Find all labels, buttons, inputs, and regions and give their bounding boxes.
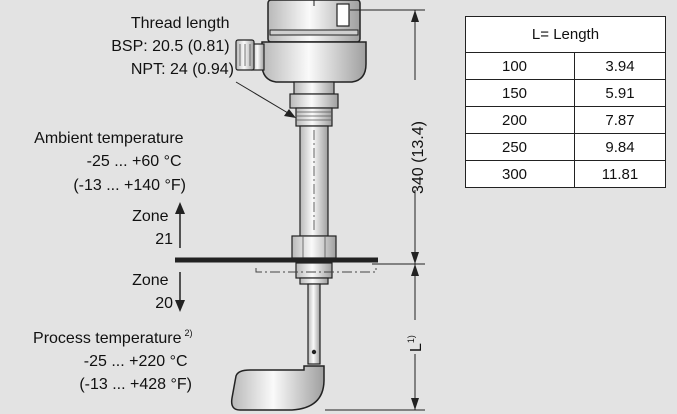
- length-mm: 250: [465, 133, 575, 161]
- zone-20-arrow-icon: [175, 272, 185, 312]
- length-inch: 3.94: [574, 52, 666, 80]
- length-mm: 300: [465, 160, 575, 188]
- process-connection: [289, 81, 339, 127]
- length-mm: 150: [465, 79, 575, 107]
- zone-21-label: Zone 21: [132, 208, 173, 248]
- extension-tube: [299, 125, 329, 237]
- ambient-temperature-label: Ambient temperature -25 ... +60 °C (-13 …: [34, 130, 188, 194]
- dimension-probe-length: [325, 264, 425, 411]
- mounting-nut: [291, 235, 337, 259]
- length-inch: 7.87: [574, 106, 666, 134]
- dimension-total-length: [350, 9, 425, 265]
- dimension-length-label: L1): [406, 335, 425, 352]
- length-inch: 5.91: [574, 79, 666, 107]
- zone-21-arrow-icon: [175, 202, 185, 248]
- paddle-icon: [230, 365, 325, 411]
- length-table-header: L= Length: [465, 16, 666, 53]
- dimension-total-label: 340 (13.4): [410, 121, 427, 194]
- counter-nut: [255, 262, 377, 285]
- length-inch: 9.84: [574, 133, 666, 161]
- length-mm: 100: [465, 52, 575, 80]
- zone-20-label: Zone 20: [132, 272, 173, 312]
- probe-shaft: [307, 283, 321, 365]
- cable-gland-icon: [235, 39, 265, 71]
- length-mm: 200: [465, 106, 575, 134]
- length-inch: 11.81: [574, 160, 666, 188]
- sensor-housing: [261, 0, 367, 83]
- thread-leader-line: [235, 81, 294, 117]
- thread-length-label: Thread length BSP: 20.5 (0.81) NPT: 24 (…: [111, 15, 234, 78]
